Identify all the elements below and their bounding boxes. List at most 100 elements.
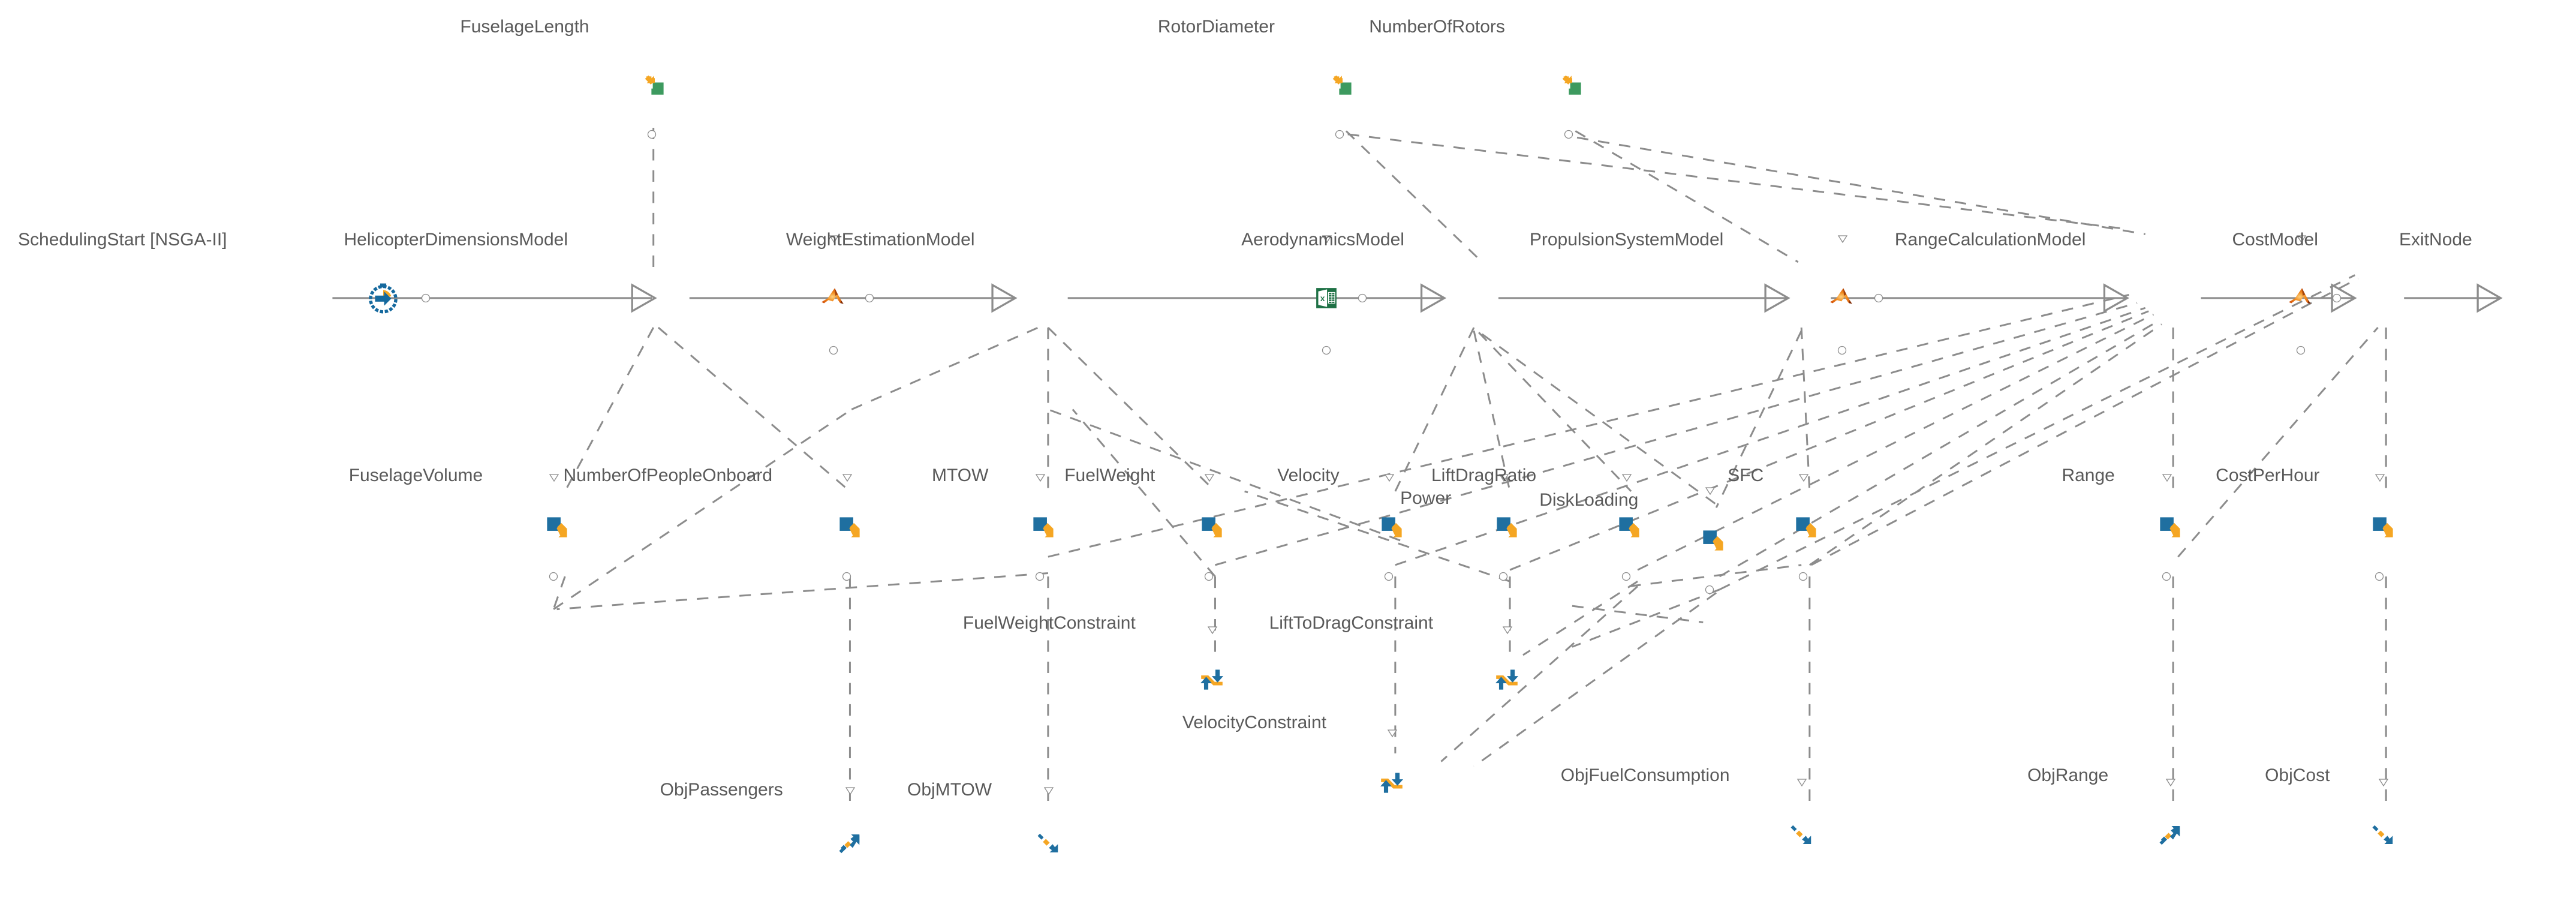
variable-MTOW[interactable]	[1032, 516, 1055, 542]
constraint-label-VelocityConstraint: VelocityConstraint	[1182, 713, 1326, 733]
variable-label-CostPerHour: CostPerHour	[2216, 465, 2320, 486]
output-port-RotorDiameter[interactable]	[1334, 129, 1345, 143]
node-label-AerodynamicsModel: AerodynamicsModel	[1241, 229, 1404, 250]
output-port-bottom-WeightEstimationModel[interactable]	[1321, 345, 1332, 359]
output-port-FuselageLength[interactable]	[646, 129, 657, 143]
input-port-ObjFuelConsumption[interactable]	[1796, 777, 1808, 791]
input-port-top-PropulsionSystemModel[interactable]	[2295, 234, 2307, 248]
output-port-NumberOfPeopleOnboard[interactable]	[841, 571, 852, 585]
output-port-Range[interactable]	[2161, 571, 2172, 585]
svg-text:x: x	[1320, 294, 1325, 303]
variable-FuselageVolume[interactable]	[546, 516, 568, 542]
variable-label-DiskLoading: DiskLoading	[1539, 490, 1639, 510]
output-port-PropulsionSystemModel[interactable]	[2331, 293, 2342, 307]
input-port-Range[interactable]	[2161, 473, 2173, 486]
variable-label-FuselageVolume: FuselageVolume	[348, 465, 483, 486]
variable-label-FuelWeight: FuelWeight	[1064, 465, 1155, 486]
objective-label-ObjFuelConsumption: ObjFuelConsumption	[1560, 765, 1730, 785]
input-port-LiftToDragConstraint[interactable]	[1501, 625, 1513, 639]
input-port-VelocityConstraint[interactable]	[1386, 728, 1398, 742]
node-label-HelicopterDimensionsModel: HelicopterDimensionsModel	[344, 229, 568, 250]
designvar-RotorDiameter[interactable]	[1332, 74, 1353, 99]
input-port-LiftDragRatio[interactable]	[1621, 473, 1633, 486]
output-port-AerodynamicsModel[interactable]	[1873, 293, 1884, 307]
node-WeightEstimationModel[interactable]: x	[1316, 287, 1337, 312]
variable-label-MTOW: MTOW	[931, 465, 989, 486]
variable-LiftDragRatio[interactable]	[1618, 516, 1641, 542]
input-port-top-HelicopterDimensionsModel[interactable]	[828, 234, 840, 248]
input-port-ObjMTOW[interactable]	[1043, 786, 1055, 800]
output-port-SFC[interactable]	[1798, 571, 1808, 585]
designvar-NumberOfRotors[interactable]	[1561, 74, 1583, 99]
variable-label-Velocity: Velocity	[1277, 465, 1340, 486]
constraint-label-LiftToDragConstraint: LiftToDragConstraint	[1269, 612, 1434, 633]
output-port-HelicopterDimensionsModel[interactable]	[864, 293, 875, 307]
input-port-FuselageVolume[interactable]	[548, 473, 560, 486]
output-port-bottom-PropulsionSystemModel[interactable]	[2295, 345, 2306, 359]
output-port-bottom-AerodynamicsModel[interactable]	[1837, 345, 1847, 359]
output-port-MTOW[interactable]	[1034, 571, 1045, 585]
variable-label-SFC: SFC	[1728, 465, 1764, 486]
output-port-DiskLoading[interactable]	[1704, 584, 1715, 598]
node-label-RangeCalculationModel: RangeCalculationModel	[1894, 229, 2086, 250]
output-port-SchedulingStart[interactable]	[420, 293, 431, 307]
objective-label-ObjPassengers: ObjPassengers	[660, 780, 783, 800]
input-port-NumberOfPeopleOnboard[interactable]	[841, 473, 853, 486]
designvar-FuselageLength[interactable]	[644, 74, 666, 99]
constraint-VelocityConstraint[interactable]	[1379, 771, 1404, 797]
input-port-ObjCost[interactable]	[2378, 777, 2390, 791]
input-port-top-WeightEstimationModel[interactable]	[1321, 234, 1333, 248]
objective-ObjRange[interactable]	[2158, 823, 2182, 850]
designvar-label-RotorDiameter: RotorDiameter	[1157, 17, 1275, 37]
input-port-top-AerodynamicsModel[interactable]	[1837, 234, 1849, 248]
variable-Power[interactable]	[1495, 516, 1518, 542]
objective-ObjPassengers[interactable]	[838, 831, 862, 858]
output-port-FuelWeight[interactable]	[1203, 571, 1214, 585]
output-port-Velocity[interactable]	[1383, 571, 1394, 585]
node-AerodynamicsModel[interactable]	[1829, 286, 1855, 310]
output-port-bottom-HelicopterDimensionsModel[interactable]	[828, 345, 839, 359]
variable-Velocity[interactable]	[1380, 516, 1403, 542]
input-port-FuelWeight[interactable]	[1203, 473, 1215, 486]
objective-ObjFuelConsumption[interactable]	[1789, 823, 1813, 850]
objective-label-ObjRange: ObjRange	[2027, 765, 2109, 785]
variable-label-NumberOfPeopleOnboard: NumberOfPeopleOnboard	[563, 465, 773, 486]
output-port-CostPerHour[interactable]	[2374, 571, 2385, 585]
input-port-CostPerHour[interactable]	[2374, 473, 2386, 486]
objective-ObjCost[interactable]	[2371, 823, 2395, 850]
input-port-Power[interactable]	[1498, 473, 1510, 486]
variable-FuelWeight[interactable]	[1200, 516, 1223, 542]
objective-label-ObjMTOW: ObjMTOW	[907, 780, 992, 800]
designvar-label-FuselageLength: FuselageLength	[460, 17, 589, 37]
input-port-MTOW[interactable]	[1034, 473, 1046, 486]
output-port-LiftDragRatio[interactable]	[1621, 571, 1632, 585]
input-port-Velocity[interactable]	[1383, 473, 1395, 486]
output-port-FuselageVolume[interactable]	[548, 571, 559, 585]
node-label-ExitNode: ExitNode	[2399, 229, 2472, 250]
output-port-WeightEstimationModel[interactable]	[1357, 293, 1368, 307]
node-SchedulingStart[interactable]	[367, 282, 399, 317]
node-label-WeightEstimationModel: WeightEstimationModel	[786, 229, 975, 250]
constraint-LiftToDragConstraint[interactable]	[1494, 668, 1519, 694]
variable-Range[interactable]	[2159, 516, 2181, 542]
output-port-Power[interactable]	[1498, 571, 1509, 585]
input-port-SFC[interactable]	[1798, 473, 1810, 486]
node-label-CostModel: CostModel	[2232, 229, 2318, 250]
variable-CostPerHour[interactable]	[2372, 516, 2394, 542]
designvar-label-NumberOfRotors: NumberOfRotors	[1369, 17, 1505, 37]
variable-DiskLoading[interactable]	[1702, 529, 1725, 555]
variable-label-LiftDragRatio: LiftDragRatio	[1431, 465, 1537, 486]
variable-NumberOfPeopleOnboard[interactable]	[838, 516, 861, 542]
input-port-FuelWeightConstraint[interactable]	[1206, 625, 1218, 639]
input-port-ObjPassengers[interactable]	[844, 786, 856, 800]
input-port-DiskLoading[interactable]	[1704, 486, 1716, 500]
output-port-NumberOfRotors[interactable]	[1563, 129, 1574, 143]
node-HelicopterDimensionsModel[interactable]	[821, 286, 846, 310]
variable-SFC[interactable]	[1795, 516, 1817, 542]
objective-ObjMTOW[interactable]	[1036, 831, 1060, 858]
constraint-FuelWeightConstraint[interactable]	[1199, 668, 1224, 694]
node-PropulsionSystemModel[interactable]	[2288, 286, 2313, 310]
node-label-PropulsionSystemModel: PropulsionSystemModel	[1529, 229, 1724, 250]
input-port-ObjRange[interactable]	[2165, 777, 2177, 791]
